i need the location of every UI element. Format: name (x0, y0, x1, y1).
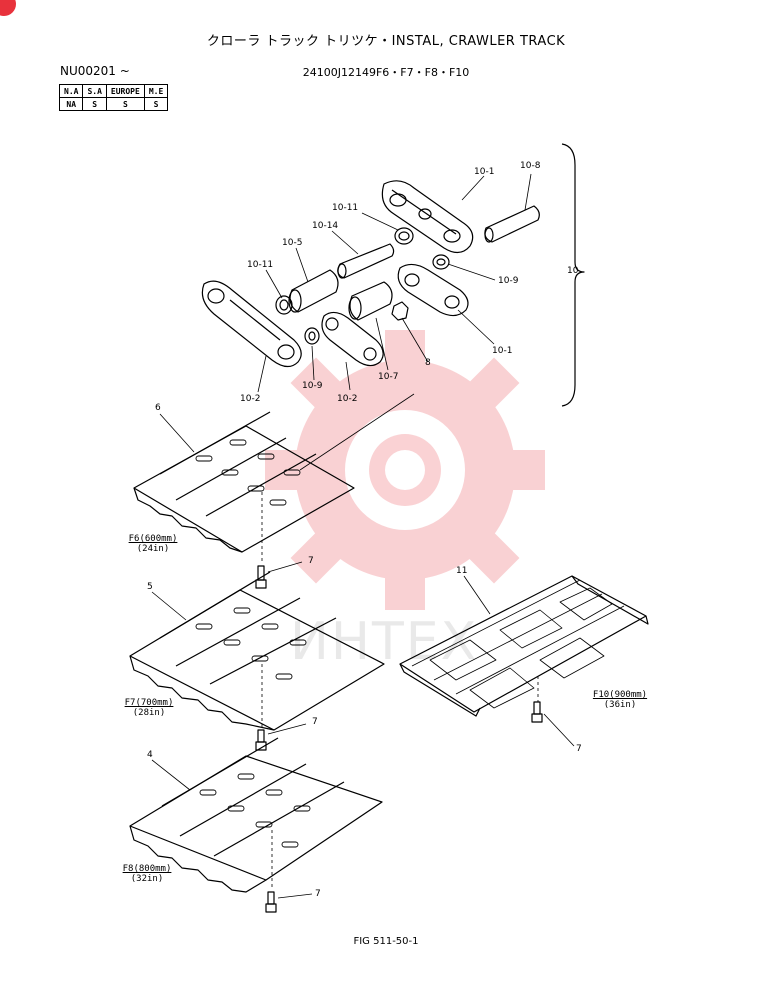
seal-10-9-bottom (304, 327, 320, 345)
assembly-bracket (561, 143, 585, 407)
callout-10-9-bottom: 10-9 (302, 381, 323, 391)
region-table: N.A S.A EUROPE M.E NA S S S (58, 84, 169, 111)
leader-lines-assembly (257, 173, 532, 471)
seal-10-11-top (394, 227, 414, 245)
callout-5: 5 (147, 582, 153, 592)
track-link-10-2-mid (321, 311, 384, 367)
caption-f10-size: F10(900mm) (592, 690, 648, 700)
bushing-10-7 (348, 281, 393, 321)
callout-10-11-left: 10-11 (247, 260, 274, 270)
caption-f10-inch: (36in) (603, 700, 637, 710)
serial-range: NU00201 ~ (60, 64, 130, 78)
callout-10-7: 10-7 (378, 372, 399, 382)
track-shoe-f8 (129, 737, 383, 893)
caption-f10: F10(900mm) (36in) (584, 690, 656, 710)
track-link-10-2-left (201, 280, 302, 368)
corner-badge (0, 0, 16, 16)
figure-label: FIG 511-50-1 (353, 936, 419, 947)
leader-5 (151, 591, 187, 621)
callout-10-1-top: 10-1 (474, 167, 495, 177)
leader-7-b (267, 723, 307, 735)
callout-7-b: 7 (312, 717, 318, 727)
caption-f6-size: F6(600mm) (128, 534, 178, 544)
caption-f7-inch: (28in) (132, 708, 166, 718)
seal-10-9-right (432, 254, 450, 270)
track-shoe-f10 (399, 575, 649, 717)
pin-10-14 (337, 243, 395, 279)
track-shoe-f7 (129, 571, 385, 731)
callout-10-9-right: 10-9 (498, 276, 519, 286)
caption-f7: F7(700mm) (28in) (118, 698, 180, 718)
leader-11 (463, 575, 491, 615)
page-title: クローラ トラック トリツケ・INSTAL, CRAWLER TRACK (206, 34, 566, 49)
callout-10: 10 (567, 266, 579, 276)
callout-7-d: 7 (576, 744, 582, 754)
caption-f6: F6(600mm) (24in) (122, 534, 184, 554)
callout-10-2-mid: 10-2 (337, 394, 358, 404)
leader-7-d (543, 713, 575, 747)
leader-4 (151, 759, 191, 791)
track-link-10-1-top (381, 180, 474, 254)
callout-7-c: 7 (315, 889, 321, 899)
region-value-me: S (143, 97, 169, 111)
callout-6: 6 (155, 403, 161, 413)
callout-10-11-top: 10-11 (332, 203, 359, 213)
track-pin-10-8 (484, 205, 540, 243)
caption-f8: F8(800mm) (32in) (116, 864, 178, 884)
caption-f7-size: F7(700mm) (124, 698, 174, 708)
nut-8 (391, 301, 409, 321)
watermark-text: ИНТЕХ (290, 612, 479, 672)
leader-6 (159, 413, 195, 453)
caption-f8-size: F8(800mm) (122, 864, 172, 874)
callout-10-8: 10-8 (520, 161, 541, 171)
callout-10-1-right: 10-1 (492, 346, 513, 356)
track-shoe-f6 (133, 411, 355, 562)
leader-7-c (277, 893, 313, 899)
bushing-10-5 (288, 269, 339, 313)
callout-8: 8 (425, 358, 431, 368)
caption-f8-inch: (32in) (130, 874, 164, 884)
seal-10-11-left (275, 295, 293, 315)
bolt-7-d (531, 701, 543, 723)
callout-4: 4 (147, 750, 153, 760)
region-value-sa: S (82, 97, 107, 111)
callout-10-5: 10-5 (282, 238, 303, 248)
leader-7-a (267, 561, 303, 573)
callout-10-14: 10-14 (312, 221, 339, 231)
bolt-7-a (255, 565, 267, 589)
caption-f6-inch: (24in) (136, 544, 170, 554)
callout-11: 11 (456, 566, 468, 576)
part-number: 24100J12149F6・F7・F8・F10 (302, 66, 470, 79)
callout-10-2-left: 10-2 (240, 394, 261, 404)
bolt-7-c (265, 891, 277, 913)
track-link-10-1-right (397, 263, 469, 317)
bolt-7-b (255, 729, 267, 751)
region-value-row: NA S S S (58, 97, 169, 111)
callout-7-a: 7 (308, 556, 314, 566)
